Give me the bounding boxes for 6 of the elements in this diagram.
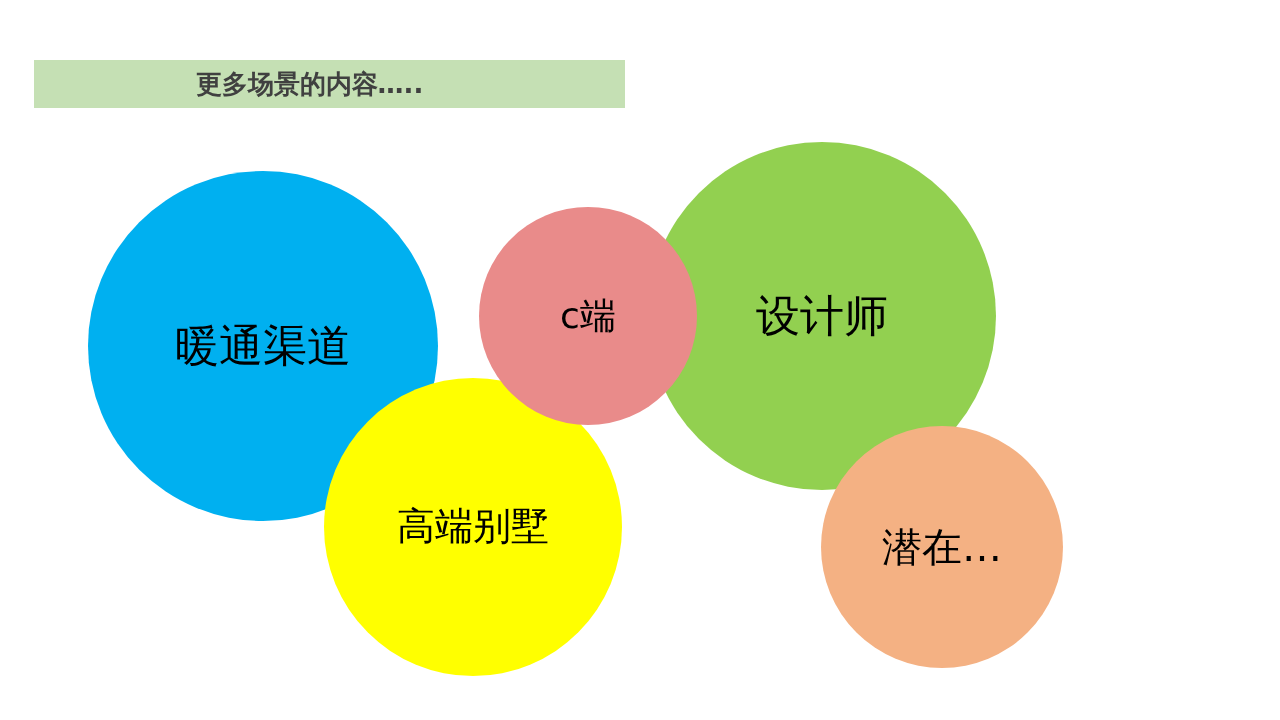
bubble-label: 高端别墅 [397, 506, 549, 548]
bubble-label: c端 [560, 296, 616, 336]
bubble-label: 暖通渠道 [175, 321, 351, 371]
bubble-label: 潜在… [882, 525, 1002, 569]
bubble-label: 设计师 [756, 291, 888, 341]
title-banner: 更多场景的内容….. [34, 60, 625, 108]
